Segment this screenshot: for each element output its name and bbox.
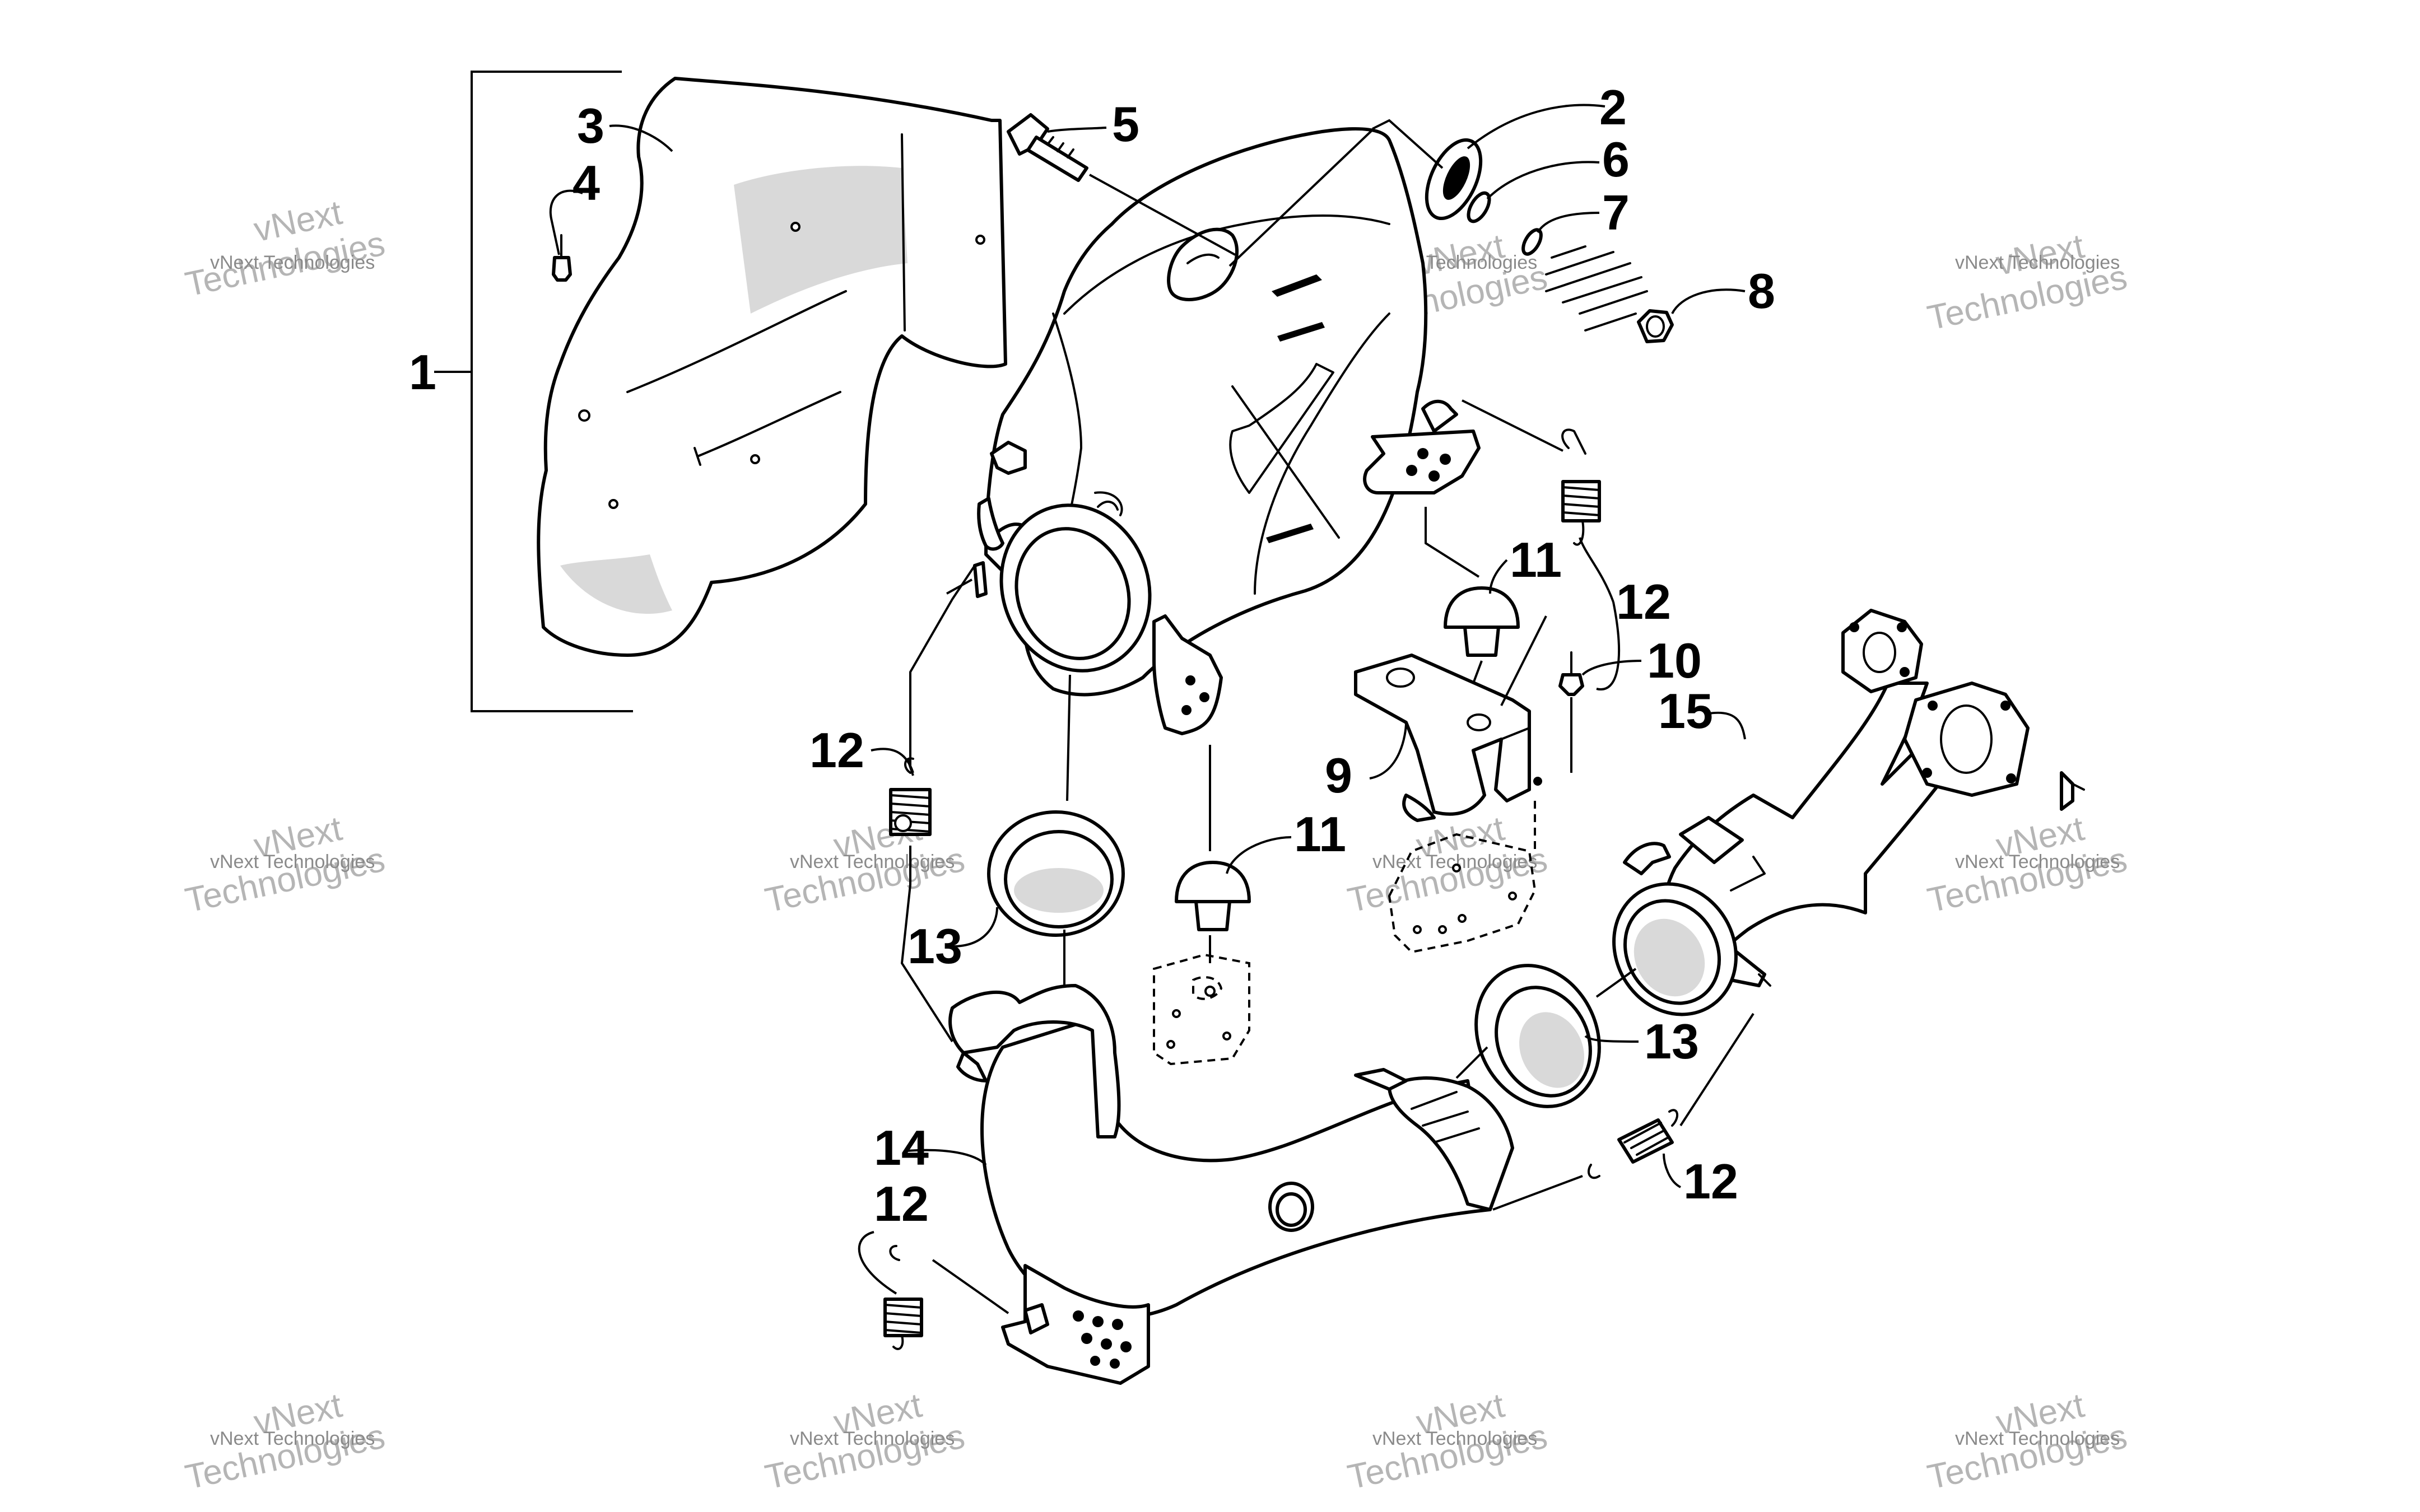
seal-right — [1474, 964, 1601, 1108]
muffler-side-clip — [973, 497, 1004, 598]
callout-11-lower: 11 — [1294, 806, 1346, 862]
rubber-mount-upper — [1444, 586, 1520, 657]
callout-10: 10 — [1647, 633, 1702, 688]
callout-labels: 1 2 3 4 5 6 7 8 9 10 11 11 12 12 12 12 1… — [409, 80, 1775, 1231]
watermark-text: vNext Technologies — [1955, 851, 2120, 872]
muffler-inlet — [999, 491, 1152, 673]
pin — [1558, 651, 1584, 696]
callout-5: 5 — [1112, 96, 1139, 152]
part1-bracket — [434, 71, 633, 712]
watermark-text: vNext Technologies — [1372, 1428, 1537, 1449]
callout-12-upper-right: 12 — [1616, 574, 1671, 629]
exhaust-pipe-lower-mount — [1001, 1264, 1150, 1385]
callout-7: 7 — [1602, 185, 1630, 240]
spring-lower-left — [883, 1245, 923, 1350]
watermark: vNext Technologies — [182, 193, 388, 304]
stud-hatching — [1545, 245, 1648, 332]
grommet — [1425, 138, 1483, 221]
phantom-mount-right — [1388, 833, 1537, 954]
phantom-mount-center — [1153, 953, 1250, 1066]
watermark-text: vNext Technologies — [1955, 252, 2120, 273]
callout-13-right: 13 — [1644, 1014, 1699, 1069]
callout-6: 6 — [1602, 132, 1630, 187]
rivet — [552, 234, 572, 282]
watermark-text: vNext Technologies — [210, 851, 375, 872]
heat-shield — [537, 77, 1007, 657]
callout-12-left: 12 — [809, 722, 864, 778]
callout-12-lower-left: 12 — [874, 1176, 929, 1231]
callout-13-left: 13 — [908, 918, 962, 974]
callout-2: 2 — [1599, 80, 1627, 135]
watermark-text: vNext Technologies — [210, 252, 375, 273]
callout-15: 15 — [1658, 683, 1713, 739]
muffler-right-mount — [1363, 399, 1481, 494]
washer — [1467, 191, 1491, 223]
callout-9: 9 — [1325, 748, 1352, 803]
callout-3: 3 — [577, 98, 604, 153]
rubber-mount-lower — [1175, 861, 1251, 931]
spring-upper-right — [1561, 428, 1601, 546]
callout-12-lower-right: 12 — [1683, 1154, 1738, 1209]
manifold-outlet — [1612, 882, 1738, 1016]
callout-1: 1 — [409, 344, 436, 400]
callout-8: 8 — [1748, 263, 1775, 319]
spring-lower-right — [1588, 1109, 1678, 1179]
watermark-text: vNext Technologies — [210, 1428, 375, 1449]
exhaust-pipe — [948, 984, 1514, 1320]
watermark-text: vNext Technologies — [790, 851, 955, 872]
callout-leaders — [549, 104, 1746, 1295]
lock-washer — [1521, 228, 1543, 256]
watermark: vNext Technologies — [1924, 227, 2130, 338]
watermark-text: vNext Technologies — [1955, 1428, 2120, 1449]
callout-14: 14 — [874, 1120, 929, 1175]
muffler-lower-mount — [1152, 614, 1223, 735]
hanger-bracket — [1354, 654, 1542, 822]
bolt — [1007, 113, 1088, 182]
callout-11-upper: 11 — [1510, 532, 1562, 587]
spring-left — [889, 757, 932, 836]
callout-4: 4 — [573, 155, 600, 211]
nut — [1637, 309, 1674, 343]
seal-left — [987, 810, 1125, 937]
watermark-text: vNext Technologies — [790, 1428, 955, 1449]
y-pipe-manifold — [1623, 609, 2085, 987]
